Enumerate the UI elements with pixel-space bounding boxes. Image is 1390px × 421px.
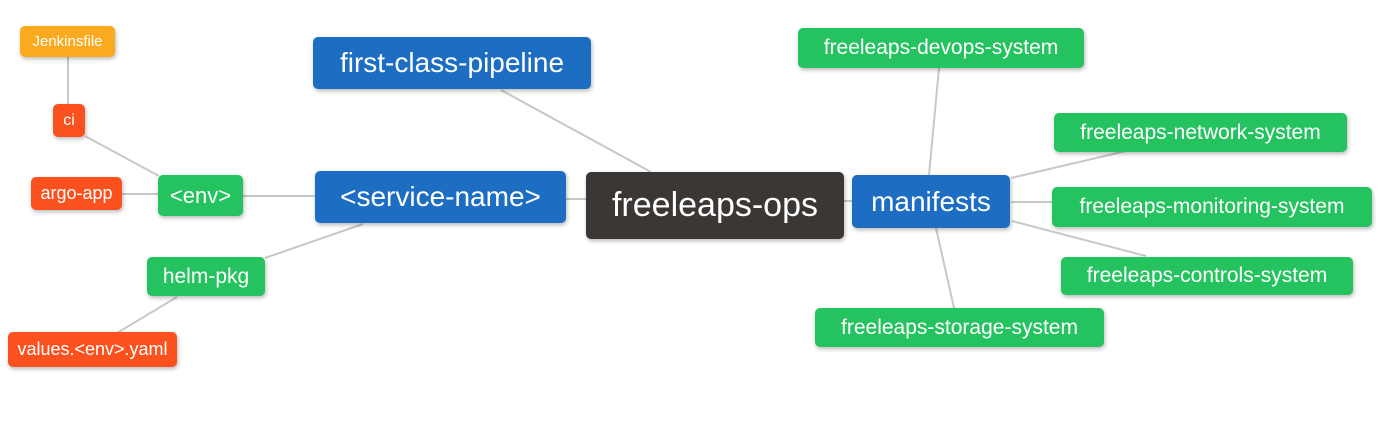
node-env[interactable]: <env> [158, 175, 243, 216]
node-freeleaps-devops-system[interactable]: freeleaps-devops-system [798, 28, 1084, 68]
node-freeleaps-storage-system[interactable]: freeleaps-storage-system [815, 308, 1104, 347]
node-helm-pkg[interactable]: helm-pkg [147, 257, 265, 296]
edge-manifests-storage [935, 227, 955, 309]
node-freeleaps-controls-system[interactable]: freeleaps-controls-system [1061, 257, 1353, 295]
edge-manifests-devops [928, 67, 940, 176]
node-freeleaps-monitoring-system[interactable]: freeleaps-monitoring-system [1052, 187, 1372, 227]
node-manifests[interactable]: manifests [852, 175, 1010, 228]
node-freeleaps-ops-root[interactable]: freeleaps-ops [586, 172, 844, 239]
edge-service-name-helm-pkg [264, 223, 364, 259]
edge-manifests-network [1010, 150, 1127, 179]
node-freeleaps-network-system[interactable]: freeleaps-network-system [1054, 113, 1347, 152]
node-service-name[interactable]: <service-name> [315, 171, 566, 223]
node-jenkinsfile[interactable]: Jenkinsfile [20, 26, 115, 57]
edge-pipeline-ops [500, 89, 652, 173]
node-argo-app[interactable]: argo-app [31, 177, 122, 210]
edge-ci-env [84, 135, 160, 177]
node-first-class-pipeline[interactable]: first-class-pipeline [313, 37, 591, 89]
node-values-env-yaml[interactable]: values.<env>.yaml [8, 332, 177, 367]
node-ci[interactable]: ci [53, 104, 85, 137]
edge-helm-pkg-values [116, 296, 178, 334]
